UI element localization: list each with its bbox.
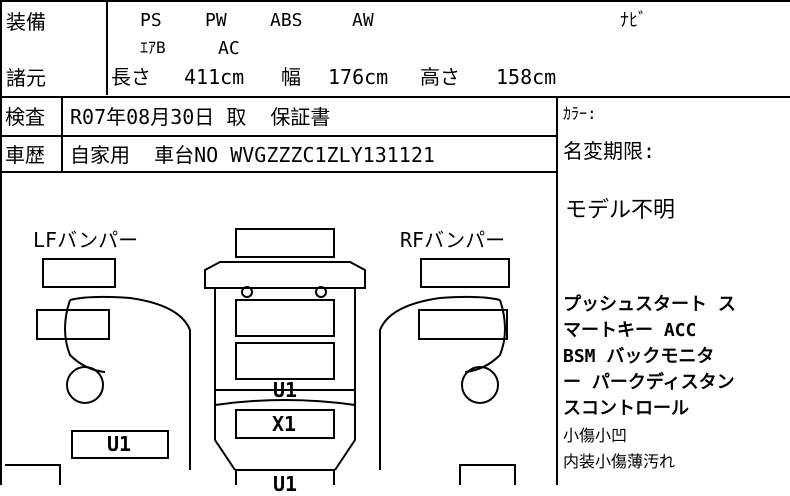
damage-mark-u1-left: U1 — [107, 432, 132, 456]
note-line-5: スコントロール — [563, 398, 689, 419]
equip-navi: ﾅﾋﾞ — [620, 10, 647, 31]
damage-mark-partial: U1 — [273, 472, 298, 496]
rf-bumper-label: RFバンパー — [400, 228, 506, 252]
equip-ac: AC — [218, 38, 240, 59]
damage-mark-u1-center: U1 — [273, 378, 298, 402]
history-value: 自家用 車台NO WVGZZZC1ZLY131121 — [70, 143, 435, 167]
length-label: 長さ — [111, 65, 151, 89]
color-label: ｶﾗｰ: — [563, 104, 597, 123]
note-line-6: 小傷小凹 — [563, 426, 628, 445]
length-value: 411cm — [184, 65, 245, 89]
equip-ps: PS — [140, 10, 162, 31]
inspection-sheet-lines — [0, 0, 790, 485]
note-line-2: マートキー ACC — [563, 320, 697, 341]
equip-aw: AW — [352, 10, 374, 31]
inspection-label: 検査 — [5, 105, 45, 129]
equip-airbag: ｴｱB — [140, 38, 166, 57]
inspection-value: R07年08月30日 取 保証書 — [70, 105, 331, 129]
note-line-4: ー パークディスタン — [563, 372, 735, 393]
equip-pw: PW — [205, 10, 227, 31]
lf-bumper-label: LFバンパー — [33, 228, 139, 252]
model-note: モデル不明 — [565, 198, 676, 223]
equipment-label: 装備 — [6, 10, 46, 34]
height-value: 158cm — [496, 65, 557, 89]
history-label: 車歴 — [5, 143, 45, 167]
spec-label: 諸元 — [6, 66, 46, 90]
equip-abs: ABS — [270, 10, 303, 31]
width-value: 176cm — [328, 65, 389, 89]
width-label: 幅 — [281, 65, 301, 89]
height-label: 高さ — [420, 65, 460, 89]
note-line-1: プッシュスタート ス — [563, 294, 736, 315]
damage-mark-x1: X1 — [272, 412, 297, 436]
note-line-3: BSM バックモニタ — [563, 346, 715, 367]
note-line-7: 内装小傷薄汚れ — [563, 452, 676, 471]
name-change-deadline: 名変期限: — [563, 139, 656, 163]
